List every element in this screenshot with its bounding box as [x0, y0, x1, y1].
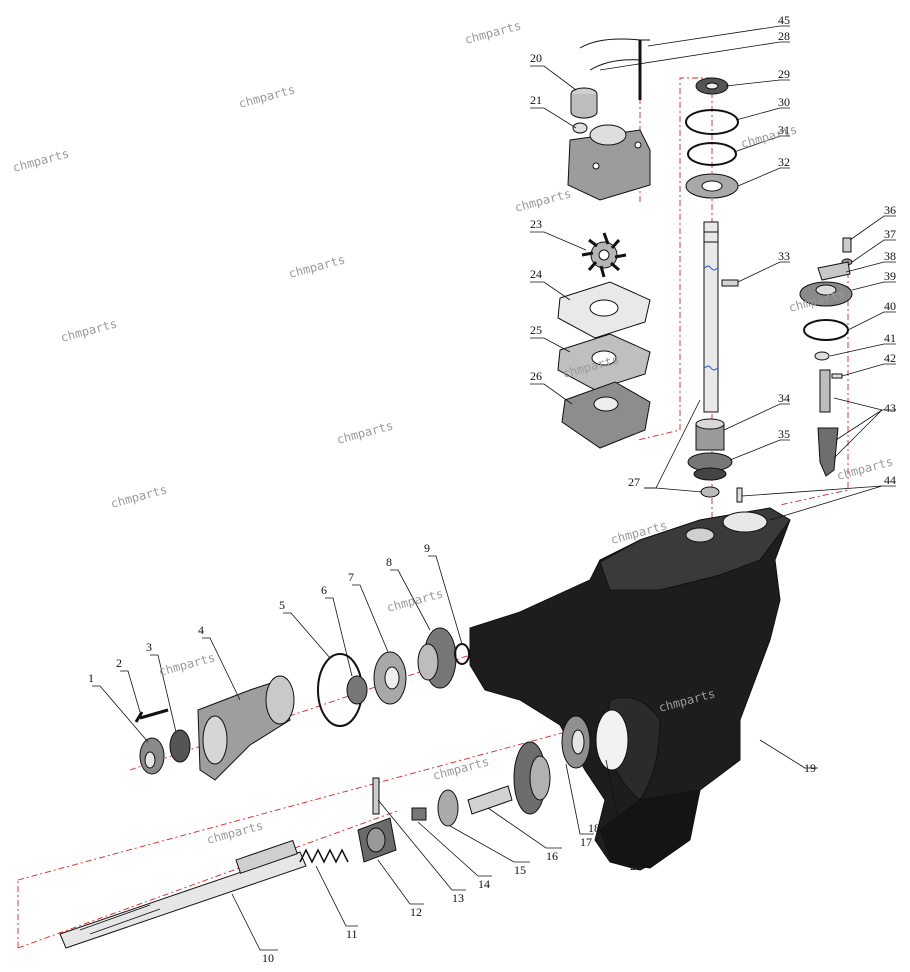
watermark-text: chmparts — [59, 316, 118, 344]
watermark-text: chmparts — [385, 586, 444, 614]
part-label: 7 — [348, 570, 354, 584]
water-pump-group — [557, 87, 651, 449]
gear-housing — [469, 507, 806, 871]
part-label: 3 — [146, 640, 152, 654]
part-label: 10 — [262, 951, 274, 965]
watermark-text: chmparts — [513, 186, 572, 214]
watermark-text: chmparts — [335, 418, 394, 446]
part-label: 36 — [884, 203, 896, 217]
part-label: 28 — [778, 29, 790, 43]
part-label: 20 — [530, 51, 542, 65]
part-label: 8 — [386, 555, 392, 569]
part-label: 9 — [424, 541, 430, 555]
part-label: 31 — [778, 123, 790, 137]
watermark-text: chmparts — [157, 650, 216, 678]
watermark-text: chmparts — [431, 754, 490, 782]
drive-shaft-stack — [685, 77, 739, 498]
part-label: 11 — [346, 927, 358, 941]
part-label: 43 — [884, 401, 896, 415]
watermark-text: chmparts — [11, 146, 70, 174]
watermark-text: chmparts — [463, 18, 522, 46]
part-number-labels: 1 2 3 4 5 6 7 8 9 10 11 12 13 14 15 16 1… — [88, 13, 896, 965]
shift-rod — [579, 38, 650, 100]
shift-cam-group — [736, 237, 853, 503]
watermark-text: chmparts — [109, 482, 168, 510]
part-label: 33 — [778, 249, 790, 263]
part-label: 2 — [116, 656, 122, 670]
part-label: 4 — [198, 623, 204, 637]
part-label: 22 — [630, 859, 642, 873]
part-label: 34 — [778, 391, 790, 405]
watermark-text: chmparts — [205, 818, 264, 846]
part-label: 37 — [884, 227, 896, 241]
part-label: 44 — [884, 473, 896, 487]
part-label: 32 — [778, 155, 790, 169]
part-label: 29 — [778, 67, 790, 81]
part-label: 19 — [804, 761, 816, 775]
part-label: 27 — [628, 475, 640, 489]
watermark-text: chmparts — [287, 252, 346, 280]
part-label: 6 — [321, 583, 327, 597]
part-label: 45 — [778, 13, 790, 27]
watermark-text: chmparts — [237, 82, 296, 110]
part-label: 23 — [530, 217, 542, 231]
part-label: 17 — [580, 835, 592, 849]
part-label: 14 — [478, 877, 490, 891]
propeller-shaft-group — [59, 627, 591, 949]
part-label: 38 — [884, 249, 896, 263]
part-label: 30 — [778, 95, 790, 109]
part-label: 16 — [546, 849, 558, 863]
watermarks: chmparts chmparts chmparts chmparts chmp… — [11, 18, 894, 846]
part-label: 24 — [530, 267, 542, 281]
part-label: 15 — [514, 863, 526, 877]
part-label: 12 — [410, 905, 422, 919]
part-label: 13 — [452, 891, 464, 905]
part-label: 5 — [279, 598, 285, 612]
watermark-text: chmparts — [739, 122, 798, 150]
part-label: 42 — [884, 351, 896, 365]
part-label: 35 — [778, 427, 790, 441]
part-label: 26 — [530, 369, 542, 383]
part-label: 41 — [884, 331, 896, 345]
part-label: 18 — [588, 821, 600, 835]
part-label: 1 — [88, 671, 94, 685]
part-label: 25 — [530, 323, 542, 337]
part-label: 39 — [884, 269, 896, 283]
part-label: 40 — [884, 299, 896, 313]
part-label: 21 — [530, 93, 542, 107]
leader-lines — [92, 25, 896, 951]
